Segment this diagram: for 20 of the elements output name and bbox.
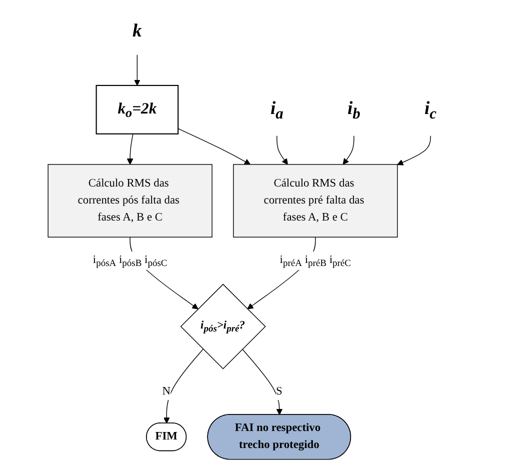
arrow: [178, 128, 251, 165]
node-box: k$_{o}$=2k: [96, 84, 179, 134]
node-text: i$_{a}$: [270, 98, 284, 122]
arrow: [397, 136, 431, 166]
arrow: [126, 134, 134, 165]
edge-label: N: [162, 385, 170, 398]
node-text: k: [132, 20, 142, 41]
node-box: Cálculo RMS das correntes pré falta das fases A, B e C: [233, 164, 398, 238]
arrow: [163, 348, 204, 424]
arrow: [342, 136, 354, 165]
node-box: Cálculo RMS das correntes pós falta das fases A, B e C: [48, 164, 212, 238]
arrow: [134, 54, 140, 86]
arrow: [276, 136, 288, 165]
node-diamond: i$_{pós}$>i$_{pré}$?: [180, 284, 266, 370]
edge-label: i$_{préA}$ i$_{préB}$ i$_{préC}$: [280, 254, 351, 268]
node-text: i$_{c}$: [424, 98, 437, 122]
edge-label: S: [276, 385, 282, 398]
arrow: [242, 348, 283, 416]
edge-label: i$_{pósA}$ i$_{pósB}$ i$_{pósC}$: [92, 254, 168, 268]
node-text: i$_{b}$: [347, 98, 360, 122]
